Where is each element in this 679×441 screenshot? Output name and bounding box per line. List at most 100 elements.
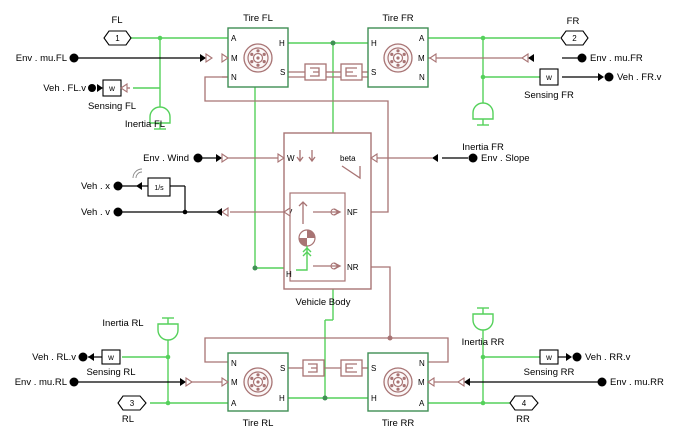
tire-fl-port-n: N: [231, 73, 237, 82]
port-rl-label: RL: [122, 414, 134, 425]
port-rl-number: 3: [130, 399, 135, 408]
from-env-wind[interactable]: Env . Wind: [143, 153, 203, 164]
tire-rr-port-s: S: [371, 364, 376, 373]
tire-rl-port-n: N: [231, 359, 237, 368]
tire-fr-port-n: N: [419, 73, 425, 82]
inertia-fl-label: Inertia FL: [125, 119, 165, 130]
goto-veh-rr-v[interactable]: Veh . RR.v: [572, 352, 631, 363]
goto-veh-fr-v[interactable]: Veh . FR.v: [604, 72, 662, 83]
port-rl[interactable]: 3 RL: [117, 395, 147, 425]
slope-icon: [341, 165, 361, 180]
tire-fr-title: Tire FR: [382, 13, 413, 24]
sensing-rr-label: Sensing RR: [524, 367, 575, 378]
tire-rl-port-h: H: [279, 394, 285, 403]
tire-fl-port-a: A: [231, 34, 237, 43]
veh-fr-v-label: Veh . FR.v: [617, 72, 662, 83]
tire-fl-port-h: H: [279, 39, 285, 48]
mechanical-connections: [122, 37, 560, 404]
vehicle-body-port-h: H: [286, 270, 292, 279]
vehicle-body-title: Vehicle Body: [296, 297, 351, 308]
vehicle-body-port-nf: NF: [347, 208, 358, 217]
tire-rr-port-a: A: [419, 399, 425, 408]
tire-rl-port-m: M: [231, 378, 238, 387]
tire-fr-port-s: S: [371, 68, 376, 77]
inertia-rl-block[interactable]: Inertia RL: [102, 317, 179, 341]
port-rr-number: 4: [522, 399, 527, 408]
inertia-rr-label: Inertia RR: [462, 337, 505, 348]
coupler-front[interactable]: [304, 63, 363, 81]
vehicle-body-internal-icon: [296, 201, 342, 271]
sensing-fr-glyph: w: [545, 73, 552, 82]
tire-fr-icon: [383, 43, 413, 73]
from-env-mu-rl[interactable]: Env . mu.RL: [15, 377, 79, 388]
inertia-fr-icon: [472, 102, 494, 126]
from-env-slope[interactable]: Env . Slope: [468, 153, 530, 164]
tire-fl-port-m: M: [231, 54, 238, 63]
vehicle-body-port-w: W: [287, 154, 295, 163]
tire-rl-icon: [243, 367, 273, 397]
tire-rr-port-n: N: [419, 359, 425, 368]
from-env-mu-fl[interactable]: Env . mu.FL: [16, 53, 79, 64]
goto-veh-v[interactable]: Veh . v: [81, 207, 123, 218]
from-env-mu-fr[interactable]: Env . mu.FR: [577, 53, 643, 64]
sensing-fr-label: Sensing FR: [524, 90, 574, 101]
sensing-fl-block[interactable]: w Sensing FL: [88, 79, 136, 112]
port-fr-label: FR: [567, 16, 580, 27]
sensing-fl-label: Sensing FL: [88, 101, 136, 112]
signal-connections: [74, 57, 598, 383]
tire-fr-block[interactable]: Tire FR A M N H S: [367, 13, 429, 88]
sensing-rl-glyph: w: [107, 353, 114, 362]
tire-rl-port-s: S: [280, 364, 285, 373]
sensing-fl-glyph: w: [108, 84, 115, 93]
env-slope-label: Env . Slope: [481, 153, 530, 164]
tire-rl-port-a: A: [231, 399, 237, 408]
tire-rr-port-m: M: [418, 378, 425, 387]
inertia-rl-icon: [157, 317, 179, 341]
integrator-block[interactable]: 1/s: [132, 168, 171, 197]
tire-fl-port-s: S: [280, 68, 285, 77]
inertia-rr-block[interactable]: Inertia RR: [462, 307, 505, 348]
veh-rr-v-label: Veh . RR.v: [585, 352, 631, 363]
connector-arrowheads: [88, 52, 604, 388]
tire-fr-port-a: A: [419, 34, 425, 43]
port-fr[interactable]: 2 FR: [560, 16, 589, 46]
goto-veh-rl-v[interactable]: Veh . RL.v: [32, 352, 88, 363]
vehicle-body-port-nr: NR: [347, 263, 359, 272]
env-mu-fr-label: Env . mu.FR: [590, 53, 643, 64]
vehicle-body-block[interactable]: Vehicle Body W beta V NF NR H: [283, 132, 372, 308]
veh-fl-v-label: Veh . FL.v: [43, 83, 86, 94]
goto-veh-fl-v[interactable]: Veh . FL.v: [43, 83, 103, 94]
env-mu-fl-label: Env . mu.FL: [16, 53, 67, 64]
veh-rl-v-label: Veh . RL.v: [32, 352, 76, 363]
vehicle-body-port-beta: beta: [340, 154, 356, 163]
tire-rl-block[interactable]: Tire RL N M A S H: [227, 352, 289, 429]
tire-rr-icon: [383, 367, 413, 397]
tire-rl-title: Tire RL: [243, 418, 274, 429]
tire-rr-port-h: H: [371, 394, 377, 403]
env-wind-label: Env . Wind: [143, 153, 189, 164]
inertia-fr-block[interactable]: Inertia FR: [462, 98, 504, 153]
goto-veh-x[interactable]: Veh . x: [81, 181, 123, 192]
port-rr[interactable]: 4 RR: [509, 395, 539, 425]
sensing-rr-block[interactable]: w Sensing RR: [524, 349, 575, 378]
wind-arrows-icon: [296, 150, 316, 163]
sensing-fr-block[interactable]: w Sensing FR: [524, 68, 574, 101]
integrator-glyph: 1/s: [154, 185, 164, 192]
env-mu-rr-label: Env . mu.RR: [610, 377, 664, 388]
from-env-mu-rr[interactable]: Env . mu.RR: [597, 377, 664, 388]
sensing-rl-label: Sensing RL: [86, 367, 135, 378]
sensing-rl-block[interactable]: w Sensing RL: [86, 349, 136, 378]
port-fl[interactable]: 1 FL: [103, 15, 132, 46]
port-fr-number: 2: [572, 34, 577, 43]
tire-fl-icon: [243, 43, 273, 73]
inertia-rl-label: Inertia RL: [102, 318, 143, 329]
tire-rr-block[interactable]: Tire RR N M A S H: [367, 352, 429, 429]
port-fl-number: 1: [115, 34, 120, 43]
coupler-rear[interactable]: [302, 359, 363, 377]
inertia-fr-label: Inertia FR: [462, 142, 504, 153]
veh-x-label: Veh . x: [81, 181, 110, 192]
inertia-fl-block[interactable]: Inertia FL: [125, 100, 171, 130]
wireless-icon: [132, 168, 143, 179]
tire-fl-block[interactable]: Tire FL A M N H S: [227, 13, 289, 88]
